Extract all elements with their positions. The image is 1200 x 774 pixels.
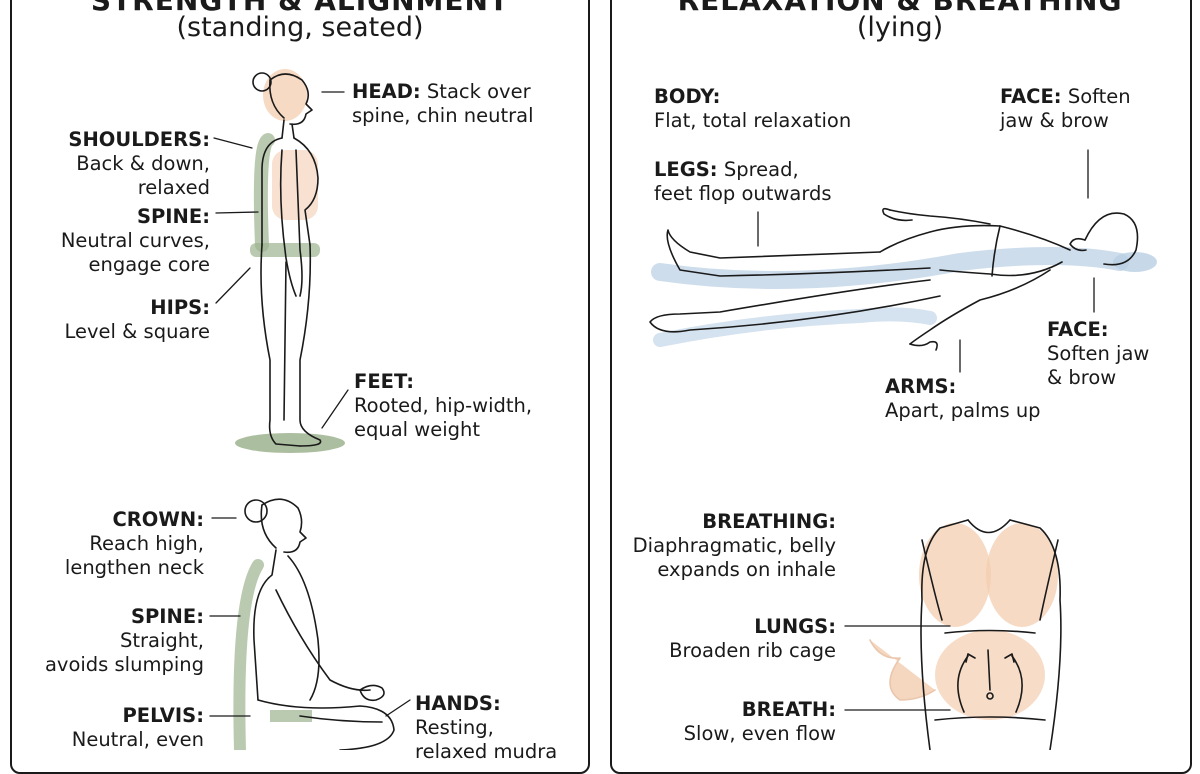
label-lungs: LUNGS: Broaden rib cage	[669, 615, 836, 663]
label-face-bottom: FACE: Soften jaw & brow	[1047, 318, 1149, 390]
label-face-top: FACE: Soften jaw & brow	[1000, 85, 1131, 133]
label-hips: HIPS: Level & square	[64, 296, 210, 344]
label-head: HEAD: Stack over spine, chin neutral	[352, 80, 534, 128]
torso-figure	[870, 520, 1061, 750]
standing-figure	[235, 69, 345, 453]
seated-figure	[239, 499, 394, 750]
label-feet: FEET: Rooted, hip-width, equal weight	[354, 370, 532, 442]
label-body: BODY: Flat, total relaxation	[654, 85, 851, 133]
label-hands: HANDS: Resting, relaxed mudra	[415, 692, 557, 764]
label-breathing: BREATHING: Diaphragmatic, belly expands …	[633, 510, 836, 582]
label-spine-seated: SPINE: Straight, avoids slumping	[45, 605, 204, 677]
label-crown: CROWN: Reach high, lengthen neck	[65, 508, 204, 580]
label-pelvis: PELVIS: Neutral, even	[72, 704, 204, 752]
label-shoulders: SHOULDERS: Back & down, relaxed	[68, 128, 210, 200]
label-legs: LEGS: Spread, feet flop outwards	[654, 158, 832, 206]
label-spine-standing: SPINE: Neutral curves, engage core	[61, 205, 210, 277]
label-breath: BREATH: Slow, even flow	[684, 698, 836, 746]
label-arms: ARMS: Apart, palms up	[885, 375, 1041, 423]
